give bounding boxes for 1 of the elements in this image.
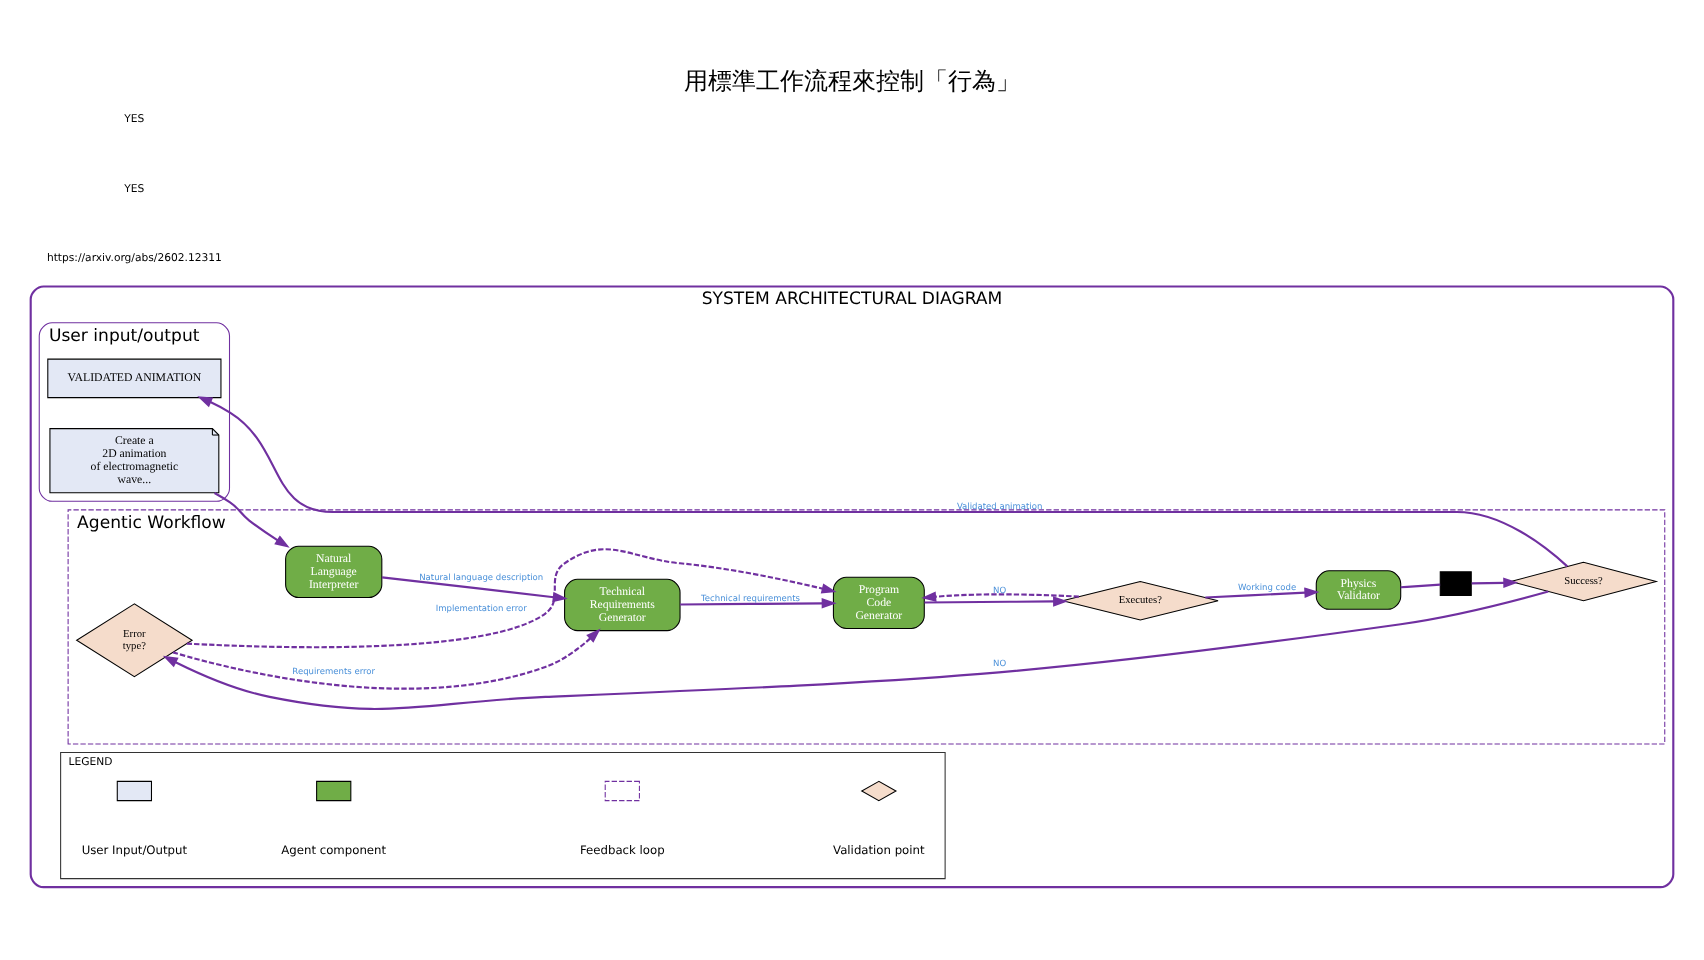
diagram-title: 用標準工作流程來控制「行為」 [684,66,1020,95]
